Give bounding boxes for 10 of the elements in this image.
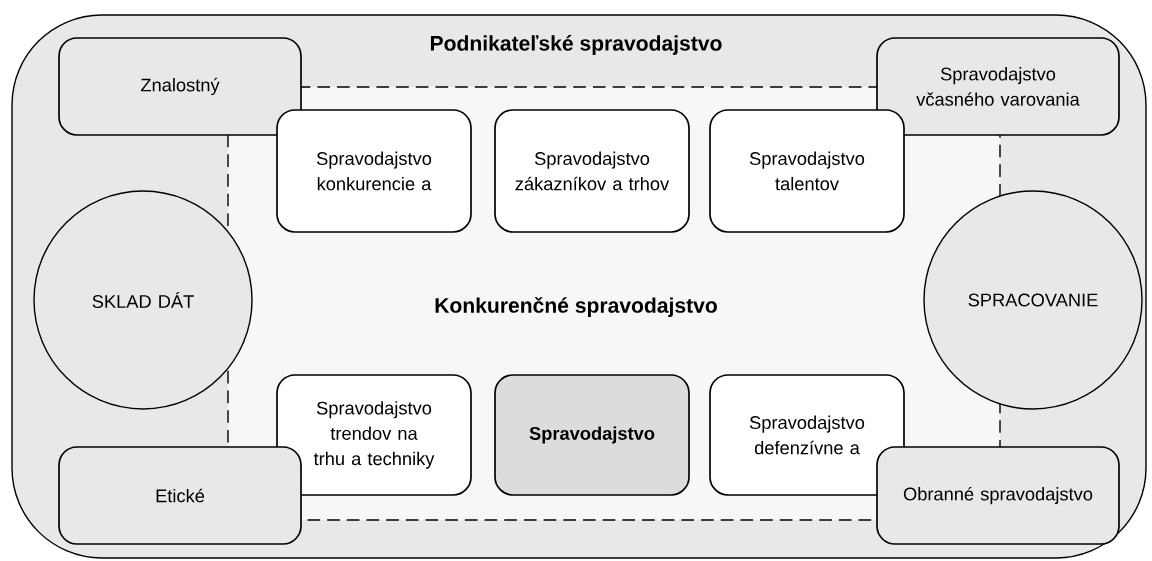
corner-box: Etické <box>58 446 302 545</box>
topic-box: Spravodajstvo konkurencie a <box>276 109 472 233</box>
corner-box: Znalostný <box>58 37 302 136</box>
highlighted-box: Spravodajstvo <box>494 374 690 496</box>
corner-box: Spravodajstvo včasného varovania <box>876 37 1120 136</box>
topic-box: Spravodajstvo trendov na trhu a techniky <box>276 374 472 496</box>
topic-box: Spravodajstvo talentov <box>709 109 905 233</box>
corner-box: Obranné spravodajstvo <box>876 446 1120 545</box>
topic-box: Spravodajstvo defenzívne a <box>709 374 905 496</box>
topic-box: Spravodajstvo zákazníkov a trhov <box>494 109 690 233</box>
